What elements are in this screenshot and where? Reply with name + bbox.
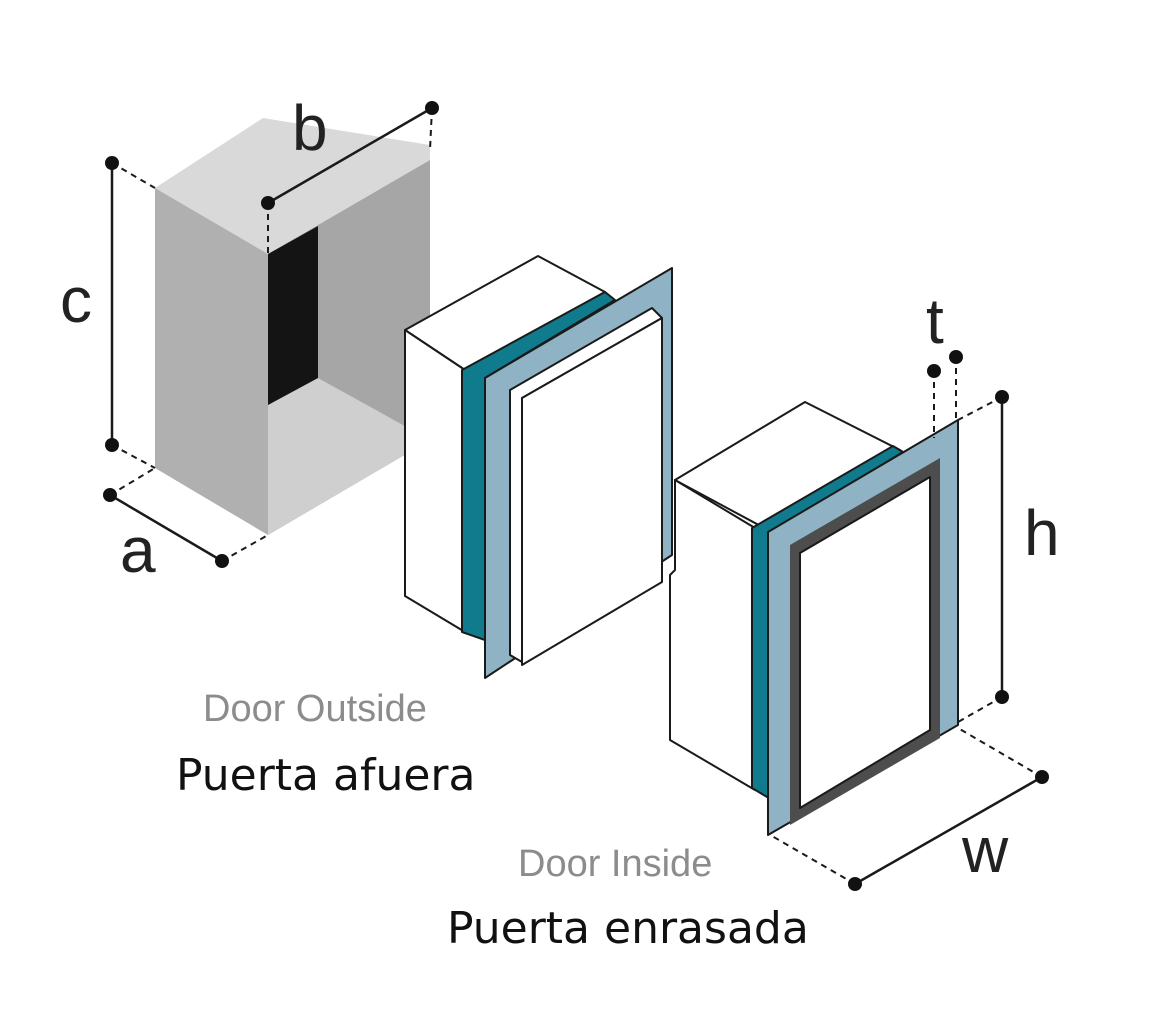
dimension-h: h [957,390,1060,723]
door-outside-unit [404,255,673,679]
niche-top-face [155,118,430,254]
label-c: c [60,264,92,336]
outside-door-panel [521,317,663,666]
label-b: b [292,92,328,164]
label-w: w [961,814,1009,886]
outside-body-side [404,329,466,633]
dimension-t: t [926,285,963,438]
label-t: t [926,285,944,357]
caption-door-outside-en: Door Outside [203,688,427,730]
dimension-a: a [103,467,269,586]
door-inside-unit [669,401,959,836]
dimension-c: c [60,156,156,469]
label-h: h [1024,497,1060,569]
inside-body-side [669,479,756,791]
caption-door-inside-es: Puerta enrasada [447,903,809,954]
dimension-w: w [771,727,1049,891]
niche-inner-lower-face [268,378,430,535]
dimension-b: b [261,92,439,254]
label-a: a [120,514,156,586]
niche-left-face [155,188,268,535]
inside-door-panel [799,476,931,809]
caption-door-outside-es: Puerta afuera [176,750,475,801]
cutout-niche [155,118,430,535]
caption-door-inside-en: Door Inside [518,843,712,885]
niche-opening [268,226,318,405]
